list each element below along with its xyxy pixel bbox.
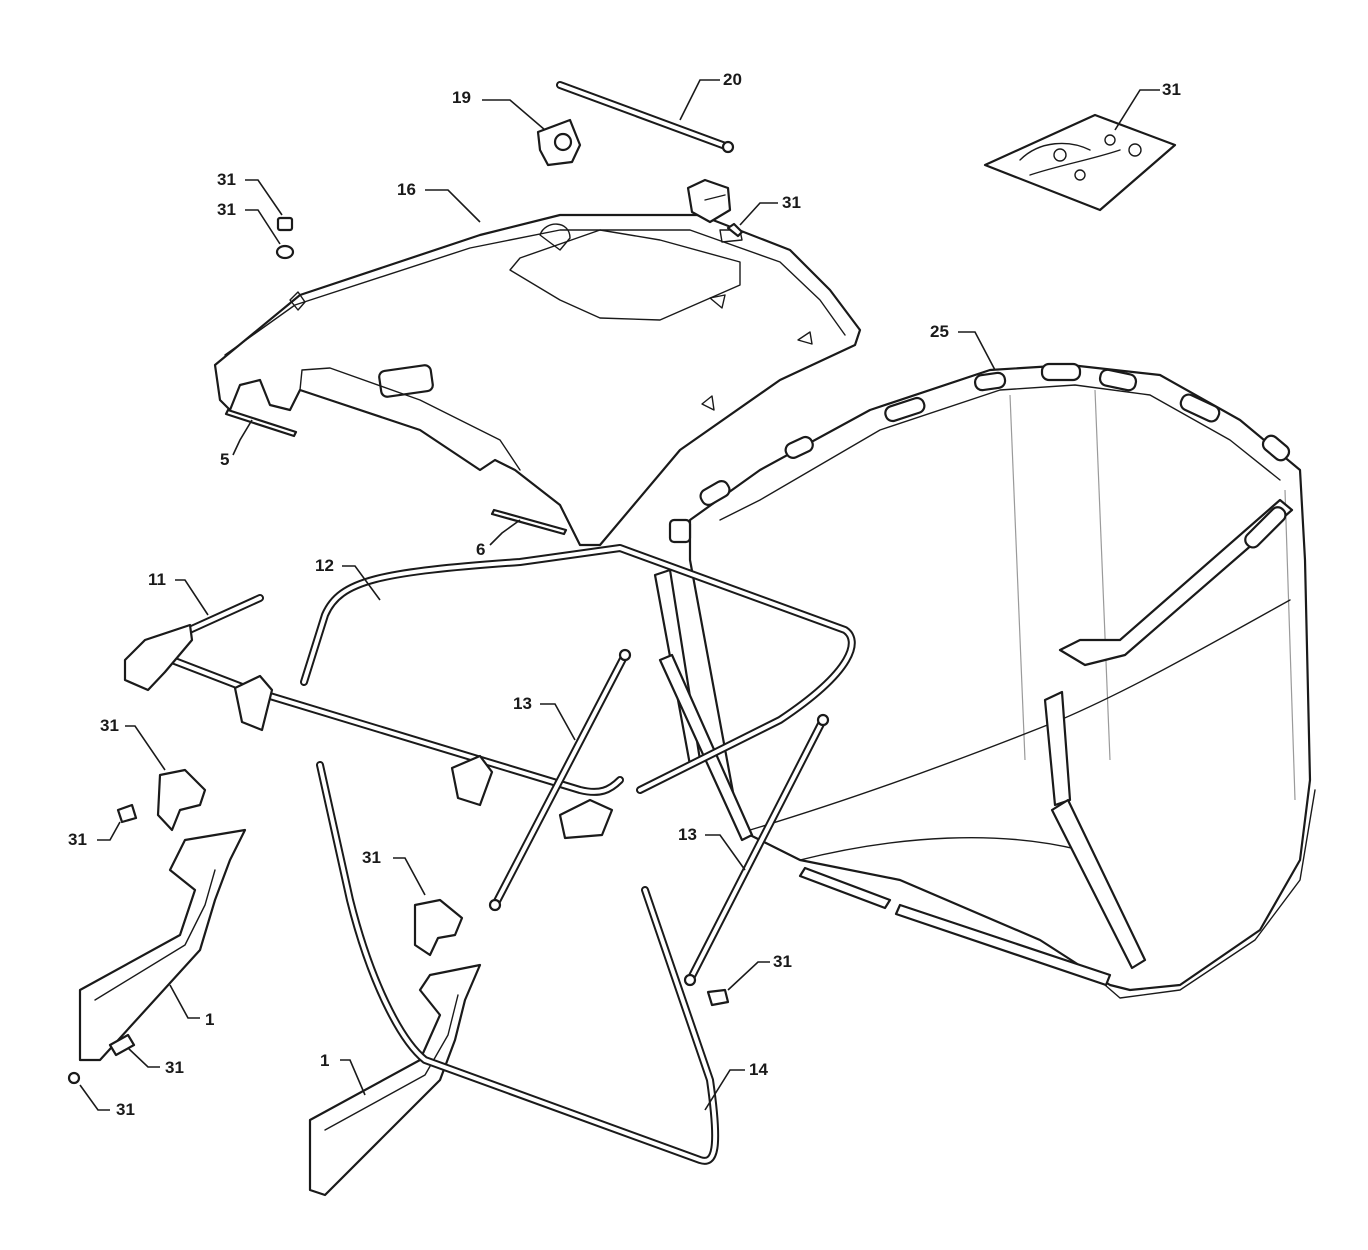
side-plate-part bbox=[67, 828, 482, 1197]
callout-25: 25 bbox=[930, 322, 949, 341]
callout-31-bolt-lower: 31 bbox=[165, 1058, 184, 1077]
screw-part bbox=[726, 222, 744, 238]
callout-12: 12 bbox=[315, 556, 334, 575]
callout-1-left: 1 bbox=[205, 1010, 214, 1029]
plug-part bbox=[686, 178, 732, 224]
callout-31-kit: 31 bbox=[1162, 80, 1181, 99]
callout-20: 20 bbox=[723, 70, 742, 89]
callout-16: 16 bbox=[397, 180, 416, 199]
bracket-part bbox=[116, 768, 730, 1007]
callout-13-lower: 13 bbox=[678, 825, 697, 844]
frame-part bbox=[300, 544, 856, 794]
callout-31-bolt-right: 31 bbox=[773, 952, 792, 971]
leader-lines bbox=[79, 79, 1160, 1111]
callout-31-bolt: 31 bbox=[217, 170, 236, 189]
handle-rod-part bbox=[316, 761, 720, 1165]
callout-31-bracket-mid: 31 bbox=[362, 848, 381, 867]
callout-31-washer-lower: 31 bbox=[116, 1100, 135, 1119]
bolt-part bbox=[275, 216, 295, 260]
callout-6: 6 bbox=[476, 540, 485, 559]
callout-13-upper: 13 bbox=[513, 694, 532, 713]
link-part bbox=[488, 648, 830, 987]
callout-31-screw: 31 bbox=[782, 193, 801, 212]
grass-bag-part bbox=[653, 362, 1316, 999]
strip-part bbox=[224, 408, 568, 536]
callout-11: 11 bbox=[148, 570, 166, 589]
callout-31-bolt-left: 31 bbox=[68, 830, 87, 849]
rod-part bbox=[556, 81, 735, 154]
callout-1-right: 1 bbox=[320, 1051, 329, 1070]
callout-14: 14 bbox=[749, 1060, 768, 1079]
callout-31-washer: 31 bbox=[217, 200, 236, 219]
callout-19: 19 bbox=[452, 88, 471, 107]
cap-part bbox=[536, 118, 582, 167]
callout-labels: 20 19 31 31 31 16 31 25 5 6 11 12 31 13 … bbox=[68, 70, 1181, 1119]
callout-31-bracket: 31 bbox=[100, 716, 119, 735]
callout-5: 5 bbox=[220, 450, 229, 469]
hardware-kit-part bbox=[983, 113, 1177, 212]
crossbar-part bbox=[123, 594, 624, 840]
